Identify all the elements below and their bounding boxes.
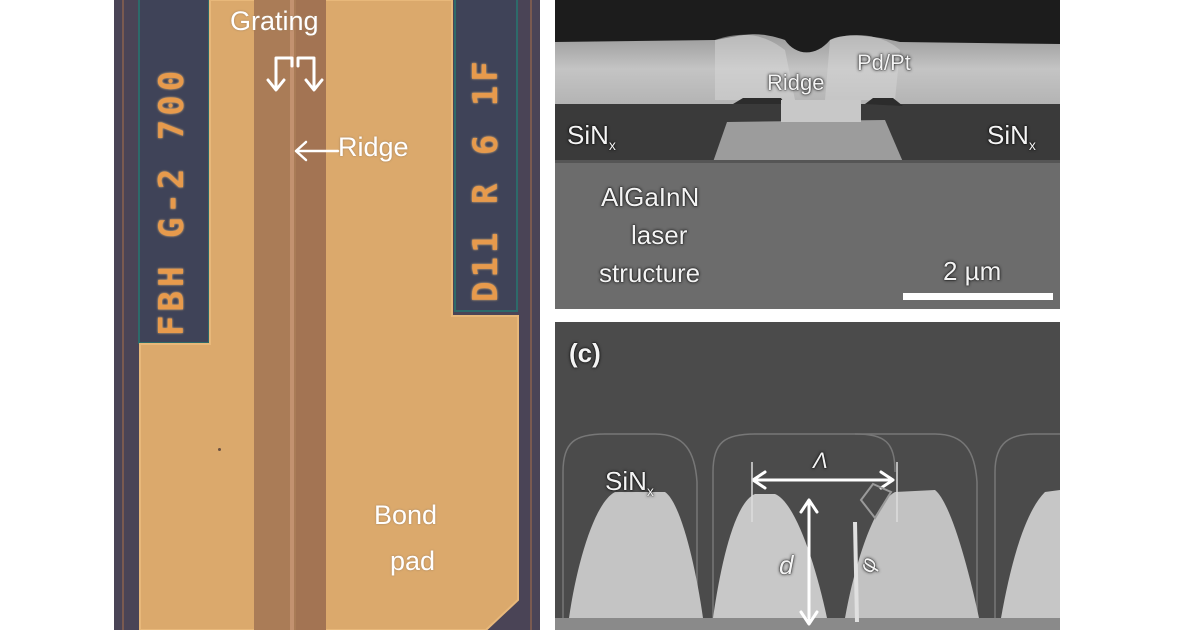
chip-marking-strip-left: [138, 0, 210, 344]
sinx-label-right: SiNx: [987, 120, 1036, 153]
ridge-center-line: [290, 0, 294, 630]
bond-pad-label-line1: Bond: [374, 500, 438, 530]
grating-label: Grating: [230, 6, 319, 36]
bond-pad-label-line2: pad: [390, 546, 436, 576]
bond-pad-metal: [139, 0, 519, 630]
sinx-label-left: SiNx: [567, 120, 616, 153]
panel-c-label: (c): [569, 338, 601, 368]
structure-label-line3: structure: [599, 258, 701, 288]
grating-region: [296, 0, 326, 630]
sem-grating-cross-section-panel: (c) SiNx Λ d φ: [555, 322, 1060, 630]
sem-ridge-image: [555, 0, 1060, 309]
etch-depth-label: d: [779, 550, 794, 580]
surface-defect-dot: [218, 448, 221, 451]
structure-label-line2: laser: [631, 220, 688, 250]
sem-grating-image: [555, 322, 1060, 630]
grating-arrows-icon: [266, 56, 324, 92]
structure-label-line1: AlGaInN: [601, 182, 700, 212]
ridge-sem-label: Ridge: [767, 70, 825, 95]
chip-edge-right: [530, 0, 532, 630]
sinx-label-grating: SiNx: [605, 466, 654, 499]
chip-marking-strip-right: [454, 0, 518, 312]
ridge-label: Ridge: [338, 132, 409, 162]
chip-edge-left: [122, 0, 124, 630]
grating-period-label: Λ: [813, 448, 828, 473]
ridge-arrow-icon: [294, 140, 340, 162]
sem-ridge-cross-section-panel: Pd/Pt Ridge SiNx SiNx AlGaInN laser stru…: [555, 0, 1060, 309]
pd-pt-label: Pd/Pt: [857, 50, 911, 75]
chip-micrograph-panel: FBH G-2 700 D11 R 6 1F Grating Ridge Bon…: [114, 0, 540, 630]
scale-bar-label: 2 µm: [943, 256, 1002, 286]
